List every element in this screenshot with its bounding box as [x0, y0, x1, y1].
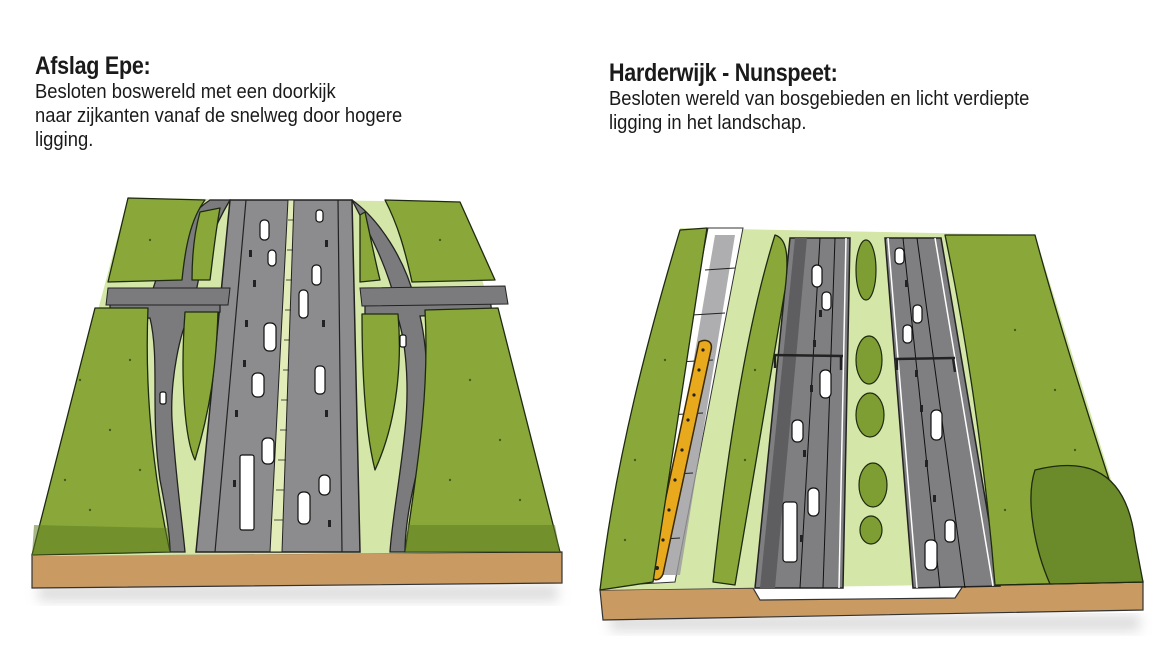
ground-shadow — [38, 585, 558, 601]
forest-blocks — [31, 197, 561, 556]
left-cross-road — [105, 287, 231, 306]
vehicles — [159, 209, 407, 531]
forest-strip-far-left — [599, 227, 708, 591]
highway-right — [884, 237, 1001, 589]
forest-strip-left-upper — [191, 207, 221, 281]
illustration-afslag-epe — [20, 180, 580, 620]
right-cross-road — [359, 285, 509, 307]
forest-strip-left-lower — [182, 311, 219, 461]
forest-front-face-left — [32, 525, 170, 555]
caption-line: naar zijkanten vanaf de snelweg door hog… — [35, 105, 403, 127]
forest-block-nw — [107, 197, 206, 283]
median-strip — [269, 199, 295, 553]
caption-harderwijk-nunspeet: Harderwijk - Nunspeet: Besloten wereld v… — [609, 59, 1066, 135]
caption-line: ligging. — [35, 129, 94, 151]
forest-strips — [599, 227, 1144, 591]
forest-strip-right-lower — [361, 313, 401, 471]
caption-line: ligging in het landschap. — [609, 112, 807, 134]
block-diagram-sunken-highway — [599, 227, 1144, 631]
forest-block-se — [404, 307, 561, 553]
caption-line: Besloten boswereld met een doorkijk — [35, 81, 336, 103]
block-diagram-exit — [31, 197, 563, 601]
caption-afslag-epe: Afslag Epe: Besloten boswereld met een d… — [35, 52, 434, 152]
sign-gantries — [770, 353, 957, 373]
small-vehicles — [233, 240, 331, 527]
median-trees — [855, 239, 888, 545]
soil-layer — [31, 551, 563, 589]
forest-strip-right-upper — [359, 211, 381, 283]
forest-front-face-right — [405, 525, 560, 552]
small-vehicles — [800, 280, 936, 542]
illustration-harderwijk-nunspeet — [595, 210, 1152, 640]
ground-shadow — [610, 615, 1140, 631]
vehicles — [782, 247, 956, 571]
caption-title: Afslag Epe: — [35, 52, 151, 80]
caption-line: Besloten wereld van bosgebieden en licht… — [609, 88, 1030, 110]
forest-strip-left — [712, 234, 788, 586]
highway-left-shoulder — [760, 238, 807, 588]
caption-title: Harderwijk - Nunspeet: — [609, 59, 838, 87]
forest-shrub-right — [1030, 464, 1144, 585]
highway — [195, 199, 361, 553]
